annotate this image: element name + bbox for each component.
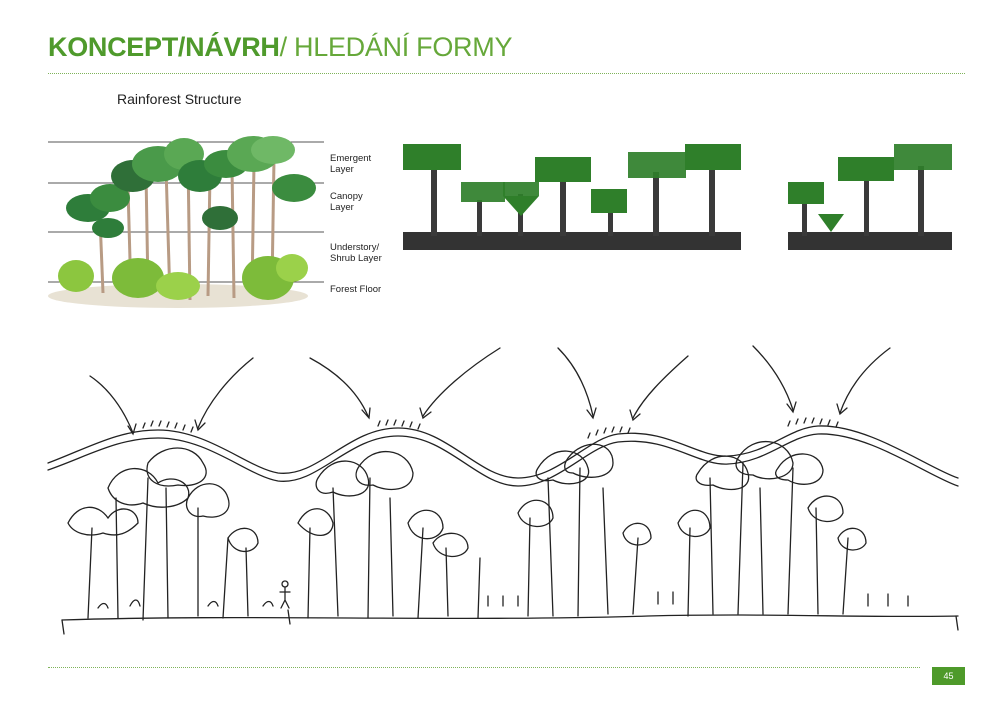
- rainforest-structure-title: Rainforest Structure: [117, 91, 242, 107]
- layer-label-understory: Understory/ Shrub Layer: [330, 242, 382, 264]
- layer-label-canopy: Canopy Layer: [330, 191, 363, 213]
- layer-label-emergent: Emergent Layer: [330, 153, 372, 175]
- form-abstraction-diagram-simplified: [788, 144, 952, 250]
- bottom-divider: [48, 667, 920, 668]
- page-title-light: / HLEDÁNÍ FORMY: [279, 32, 513, 62]
- concept-sketch: [47, 345, 959, 635]
- top-divider: [48, 73, 965, 74]
- layer-label-forest-floor: Forest Floor: [330, 284, 382, 295]
- page-number: 45: [932, 667, 965, 685]
- page-title: KONCEPT/NÁVRH/ HLEDÁNÍ FORMY: [48, 30, 512, 64]
- form-abstraction-diagram: [403, 144, 741, 250]
- rainforest-illustration: [48, 136, 324, 308]
- page-title-bold: KONCEPT/NÁVRH: [48, 32, 280, 62]
